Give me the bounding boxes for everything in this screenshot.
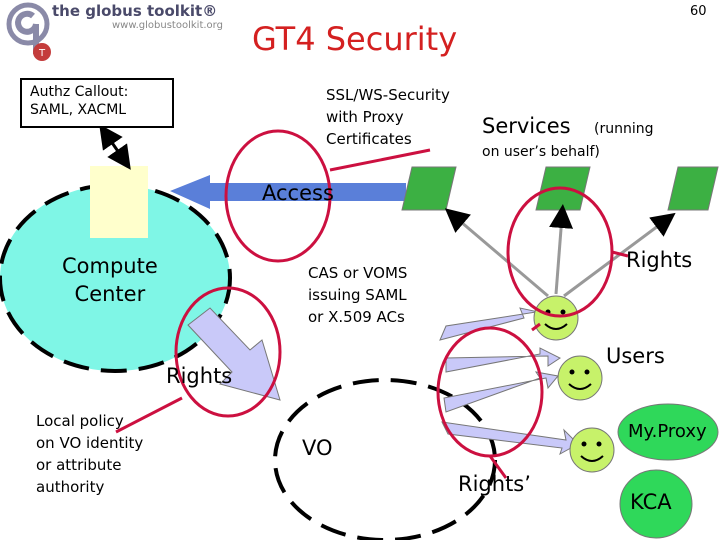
highlight-pointer [115,396,183,434]
myproxy-label: My.Proxy [628,421,707,442]
svg-text:T: T [38,48,46,59]
user-smiley-icon [569,427,615,473]
compute-center-ellipse [0,183,232,373]
service-shape [401,166,457,211]
rights-label-right: Rights [626,248,693,272]
logo-text: the globus toolkit® [52,2,218,20]
vo-ellipse [273,378,497,540]
users-label: Users [606,344,665,368]
compute-line: Center [74,282,146,306]
local-line: Local policy [36,412,124,430]
user-smiley-icon [557,355,603,401]
highlight-pointer [611,250,629,258]
rights-label-left: Rights [166,364,233,388]
slide-title: GT4 Security [252,20,458,58]
vo-label: VO [302,436,333,460]
local-line: on VO identity [36,434,144,452]
highlight-pointer [488,455,508,479]
services-label: Services [482,114,571,138]
rights-arrow-fan [445,347,561,373]
kca-label: KCA [630,490,672,514]
user-smiley-icon [533,295,579,341]
rights-arrow [563,212,676,298]
rights-arrow [444,208,549,298]
local-policy-label: Local policy on VO identity or attribute… [36,410,143,498]
authz-arrow [99,124,131,170]
rights-arrow-fan [441,421,579,456]
cas-label: CAS or VOMS issuing SAML or X.509 ACs [308,262,407,328]
logo-url: www.globustoolkit.org [112,20,223,31]
local-line: or attribute [36,456,122,474]
services-running-label: (running [594,121,654,137]
slide-number: 60 [690,4,707,19]
ssl-line: Certificates [326,130,412,148]
kca-ellipse [619,469,693,539]
resource-box [90,166,148,238]
highlight-circle-rights-left [174,286,282,418]
cas-line: CAS or VOMS [308,264,408,282]
cas-line: or X.509 ACs [308,308,405,326]
highlight-circle-ssl [224,129,332,263]
rights-arrow [549,204,574,295]
service-shape [667,166,719,211]
rights-arrow-large [187,307,281,401]
services-behalf-label: on user’s behalf) [482,144,600,160]
ssl-line: SSL/WS-Security [326,86,450,104]
authz-line: SAML, XACML [30,102,127,118]
local-line: authority [36,478,105,496]
myproxy-ellipse [617,403,719,461]
authz-callout-box: Authz Callout: SAML, XACML [20,78,174,128]
ssl-label: SSL/WS-Security with Proxy Certificates [326,84,450,150]
access-arrow [170,175,406,209]
access-label: Access [262,181,334,205]
ssl-line: with Proxy [326,108,404,126]
compute-line: Compute [62,254,158,278]
highlight-pointer [531,322,541,332]
highlight-pointer [329,148,431,172]
authz-line: Authz Callout: [30,84,129,100]
globus-logo-icon: T [6,2,51,61]
rights-arrow-fan [439,307,550,341]
compute-center-label: Compute Center [62,252,158,308]
rights-prime-label: Rights’ [458,472,531,496]
cas-line: issuing SAML [308,286,407,304]
